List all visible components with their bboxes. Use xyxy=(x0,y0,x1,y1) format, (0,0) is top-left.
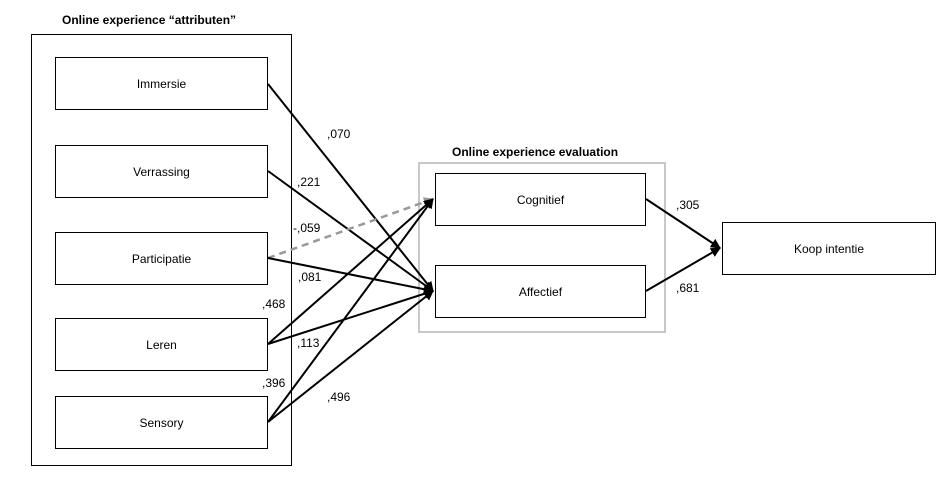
path-affectief-to-koop_intentie xyxy=(645,247,721,292)
coef-cognitief-koop: ,305 xyxy=(676,198,700,212)
coef-sensory-cognitief: ,396 xyxy=(262,376,286,390)
coef-participatie-affectief: ,081 xyxy=(298,270,322,284)
coef-participatie-cognitief: -,059 xyxy=(293,221,321,235)
node-participatie[interactable]: Participatie xyxy=(55,232,268,285)
evaluation-group-title: Online experience evaluation xyxy=(452,145,619,159)
coef-leren-affectief: ,113 xyxy=(297,336,320,350)
path-sensory-to-cognitief xyxy=(267,198,434,423)
node-cognitief[interactable]: Cognitief xyxy=(435,173,646,226)
evaluation-group-box xyxy=(418,162,666,333)
path-immersie-to-affectief xyxy=(267,83,434,292)
path-leren-to-affectief xyxy=(267,288,434,345)
path-participatie-to-cognitief xyxy=(267,197,434,260)
attributes-group-title: Online experience “attributen” xyxy=(62,13,237,27)
node-leren[interactable]: Leren xyxy=(55,318,268,371)
node-affectief[interactable]: Affectief xyxy=(435,265,646,318)
node-koop-intentie[interactable]: Koop intentie xyxy=(722,222,936,275)
path-cognitief-to-koop_intentie xyxy=(645,198,721,249)
coef-leren-cognitief: ,468 xyxy=(262,297,286,311)
path-sensory-to-affectief xyxy=(267,290,434,423)
coef-affectief-koop: ,681 xyxy=(676,281,700,295)
node-immersie[interactable]: Immersie xyxy=(55,57,268,110)
node-verrassing[interactable]: Verrassing xyxy=(55,145,268,198)
coef-verrassing-affectief: ,221 xyxy=(297,175,321,189)
path-verrassing-to-affectief xyxy=(267,170,434,292)
path-participatie-to-affectief xyxy=(267,257,434,295)
node-sensory[interactable]: Sensory xyxy=(55,396,268,449)
path-leren-to-cognitief xyxy=(267,198,434,345)
coef-sensory-affectief: ,496 xyxy=(327,390,351,404)
coef-immersie-affectief: ,070 xyxy=(327,127,351,141)
